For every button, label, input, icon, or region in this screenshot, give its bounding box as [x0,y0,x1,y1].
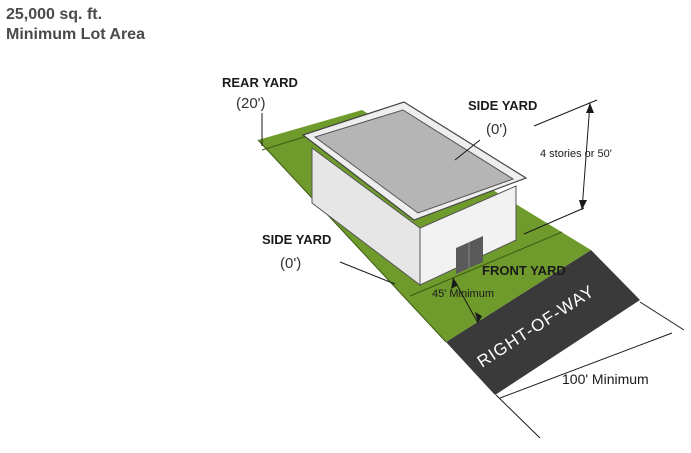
side-yard-right-leader [454,139,481,161]
side-yard-left-label: SIDE YARD [262,232,331,247]
height-line [581,102,591,211]
rear-yard-label: REAR YARD [222,75,298,90]
lot-left-edge [257,139,447,343]
rear-yard-setback: (20') [236,95,266,112]
front-yard-label: FRONT YARD [482,263,566,278]
lot-area-value: 25,000 sq. ft. [6,6,103,23]
height-bottom-tick [523,207,585,235]
side-yard-left-leader [339,261,396,285]
lot-width-left-tick [495,394,541,439]
front-yard-arrow-bottom [475,312,482,323]
building-roof [313,109,515,214]
height-arrow-top [586,103,594,113]
lot-width-right-tick [639,301,685,331]
front-yard-dimension [452,277,479,324]
height-label: 4 stories or 50' [540,148,612,160]
height-arrow-bottom [579,200,587,210]
side-yard-right-label: SIDE YARD [468,98,537,113]
side-yard-left-setback: (0') [280,255,301,272]
height-top-tick [533,99,598,127]
right-of-way-road [446,250,640,395]
lot-width-label: 100' Minimum [562,371,649,387]
front-yard-arrow-top [451,278,458,289]
lot-width-line [499,332,673,399]
front-yard-setback: 45' Minimum [432,288,494,300]
side-yard-right-setback: (0') [486,121,507,138]
lot-area-label: Minimum Lot Area [6,26,145,43]
front-yard-line [409,231,563,297]
building-wall-front [419,185,517,286]
